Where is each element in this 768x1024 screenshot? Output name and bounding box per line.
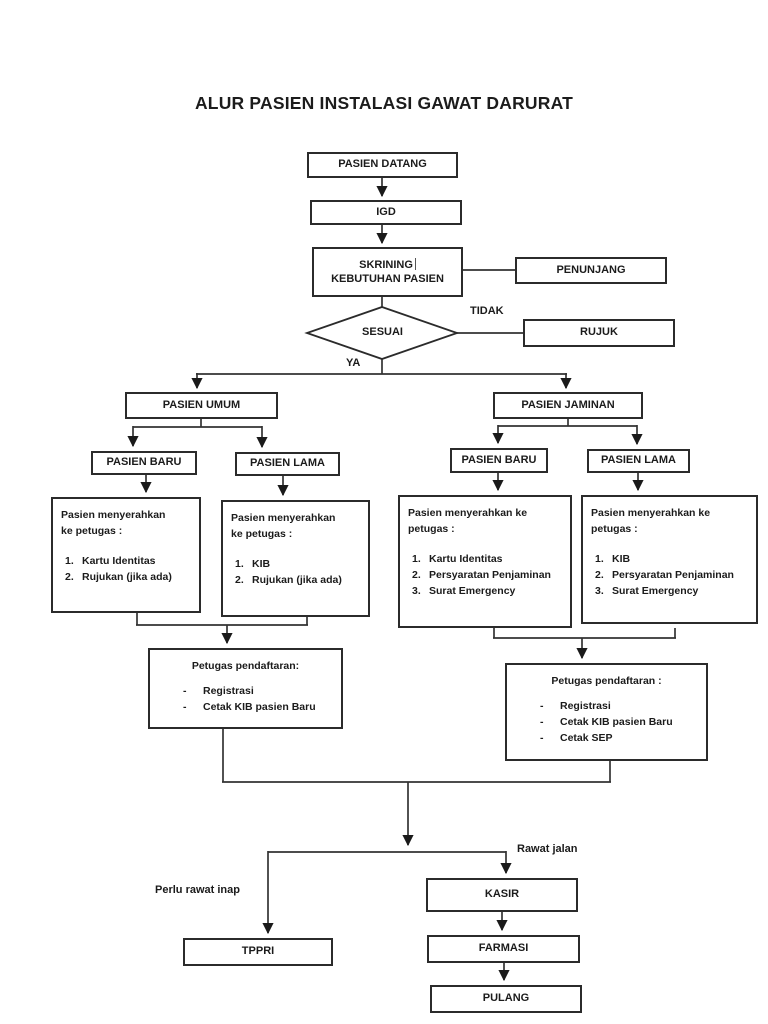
detail-box-umum-lama: Pasien menyerahkan ke petugas : KIB Ruju… (221, 500, 370, 617)
node-pasien-umum: PASIEN UMUM (125, 392, 278, 419)
node-umum-pasien-lama: PASIEN LAMA (235, 452, 340, 476)
text-cursor-artifact (414, 257, 416, 270)
list-item: Registrasi (183, 683, 335, 699)
detail-intro-line: Pasien menyerahkan (231, 512, 336, 524)
list-item: Cetak KIB pasien Baru (183, 699, 335, 715)
list-item: KIB (235, 556, 271, 572)
list-item: Cetak KIB pasien Baru (540, 714, 700, 730)
detail-item-list: KIB Persyaratan Penjaminan Surat Emergen… (591, 551, 750, 599)
detail-box-jaminan-baru: Pasien menyerahkan ke petugas : Kartu Id… (398, 495, 572, 628)
node-jaminan-pasien-lama: PASIEN LAMA (587, 449, 690, 473)
detail-item-list: Kartu Identitas Rujukan (jika ada) (61, 553, 193, 585)
list-item: Cetak SEP (540, 730, 700, 746)
node-penunjang: PENUNJANG (515, 257, 667, 284)
edge-label-rawat-jalan: Rawat jalan (517, 843, 578, 855)
node-pasien-datang: PASIEN DATANG (307, 152, 458, 178)
node-rujuk: RUJUK (523, 319, 675, 347)
list-item: Registrasi (540, 698, 700, 714)
page-title: ALUR PASIEN INSTALASI GAWAT DARURAT (194, 93, 574, 113)
detail-intro-line: petugas : (591, 523, 638, 535)
detail-intro-line: Pasien menyerahkan ke (591, 507, 711, 519)
node-skrining-kebutuhan-pasien: SKRINING KEBUTUHAN PASIEN (312, 247, 463, 297)
node-umum-pasien-baru: PASIEN BARU (91, 451, 197, 475)
registration-title: Petugas pendaftaran: (191, 660, 300, 672)
list-item: Surat Emergency (412, 583, 516, 599)
detail-box-umum-baru: Pasien menyerahkan ke petugas : Kartu Id… (51, 497, 201, 613)
node-farmasi: FARMASI (427, 935, 580, 963)
decision-diamond-sesuai (304, 306, 460, 360)
detail-intro-line: petugas : (408, 523, 455, 535)
list-item: Persyaratan Penjaminan (412, 567, 551, 583)
edge-label-perlu-rawat-inap: Perlu rawat inap (155, 884, 240, 896)
list-item: Rujukan (jika ada) (65, 569, 172, 585)
skrining-text: SKRINING (359, 258, 413, 271)
detail-box-jaminan-lama: Pasien menyerahkan ke petugas : KIB Pers… (581, 495, 758, 624)
edge-label-ya: YA (346, 357, 361, 369)
decision-label-sesuai: SESUAI (362, 326, 403, 338)
detail-intro-line: Pasien menyerahkan ke (408, 507, 528, 519)
node-kasir: KASIR (426, 878, 578, 912)
node-igd: IGD (310, 200, 462, 225)
connector-lines (127, 178, 676, 982)
list-item: KIB (595, 551, 631, 567)
list-item: Rujukan (jika ada) (235, 572, 342, 588)
node-pulang: PULANG (430, 985, 582, 1013)
list-item: Surat Emergency (595, 583, 699, 599)
edge-label-tidak: TIDAK (470, 305, 504, 317)
registration-title: Petugas pendaftaran : (551, 675, 662, 687)
detail-intro-line: ke petugas : (231, 528, 293, 540)
detail-intro-line: Pasien menyerahkan (61, 509, 166, 521)
detail-intro-line: ke petugas : (61, 525, 123, 537)
skrining-line1: SKRINING (359, 257, 416, 273)
detail-item-list: Kartu Identitas Persyaratan Penjaminan S… (408, 551, 564, 599)
skrining-line2: KEBUTUHAN PASIEN (331, 272, 444, 285)
list-item: Kartu Identitas (65, 553, 156, 569)
detail-item-list: KIB Rujukan (jika ada) (231, 556, 362, 588)
registration-item-list: Registrasi Cetak KIB pasien Baru Cetak S… (513, 698, 700, 746)
registration-box-umum: Petugas pendaftaran: Registrasi Cetak KI… (148, 648, 343, 729)
node-jaminan-pasien-baru: PASIEN BARU (450, 448, 548, 473)
registration-box-jaminan: Petugas pendaftaran : Registrasi Cetak K… (505, 663, 708, 761)
node-tppri: TPPRI (183, 938, 333, 966)
list-item: Kartu Identitas (412, 551, 503, 567)
registration-item-list: Registrasi Cetak KIB pasien Baru (156, 683, 335, 715)
node-pasien-jaminan: PASIEN JAMINAN (493, 392, 643, 419)
list-item: Persyaratan Penjaminan (595, 567, 734, 583)
